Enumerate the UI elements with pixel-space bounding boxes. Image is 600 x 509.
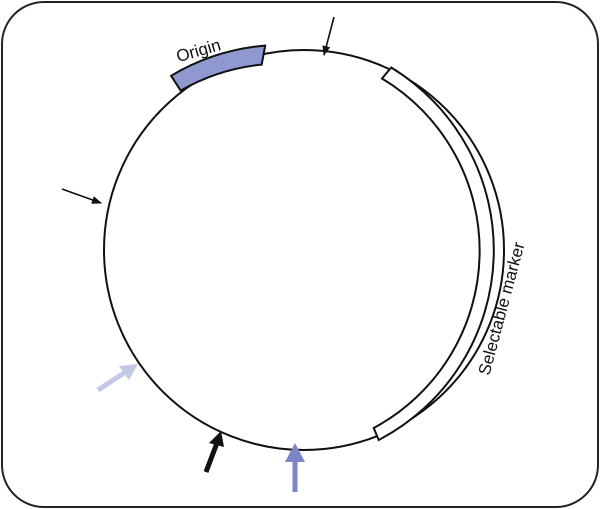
selectable-marker-region bbox=[372, 66, 495, 442]
site-arrow-left bbox=[61, 188, 102, 204]
site-arrow-light-blue bbox=[96, 364, 138, 393]
site-arrow-black-bold bbox=[203, 431, 224, 473]
site-arrow-top bbox=[322, 16, 335, 56]
plasmid-circle bbox=[103, 49, 505, 451]
origin-region bbox=[169, 44, 267, 92]
site-arrow-blue-bold bbox=[285, 443, 305, 492]
